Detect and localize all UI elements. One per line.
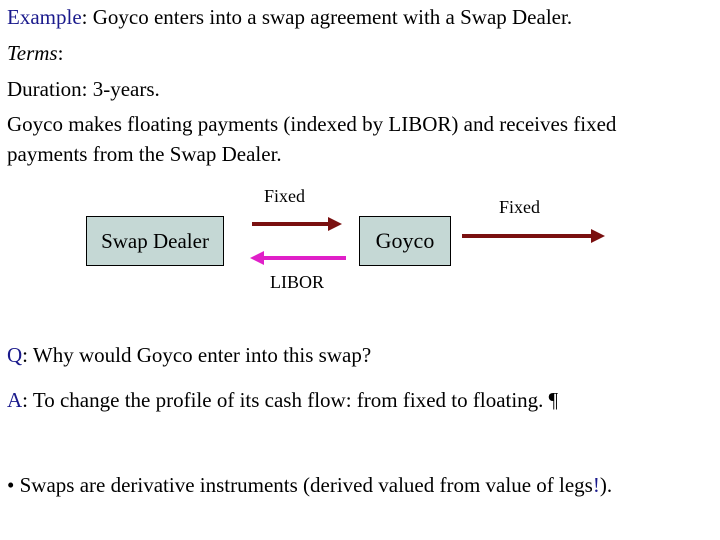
- bullet-text-before: • Swaps are derivative instruments (deri…: [7, 473, 593, 497]
- goyco-box: Goyco: [359, 216, 451, 266]
- terms-colon: :: [57, 41, 64, 65]
- bullet-text-after: ).: [599, 473, 613, 497]
- payments-line-2: payments from the Swap Dealer.: [7, 142, 282, 166]
- question-line: Q: Why would Goyco enter into this swap?: [7, 342, 371, 368]
- fixed-label-2: Fixed: [499, 197, 541, 217]
- swap-dealer-box: Swap Dealer: [86, 216, 224, 266]
- example-text: : Goyco enters into a swap agreement wit…: [81, 5, 573, 29]
- terms-label: Terms: [7, 41, 58, 65]
- answer-label: A: [7, 388, 23, 412]
- question-label: Q: [7, 343, 23, 367]
- answer-line: A: To change the profile of its cash flo…: [7, 387, 558, 413]
- libor-arrow-goyco-to-dealer: [250, 251, 346, 265]
- payments-line-1: Goyco makes floating payments (indexed b…: [7, 112, 617, 136]
- libor-label: LIBOR: [270, 272, 324, 292]
- example-label: Example: [7, 5, 82, 29]
- bullet-line: • Swaps are derivative instruments (deri…: [7, 472, 612, 498]
- duration-line: Duration: 3-years.: [7, 77, 160, 101]
- answer-text: : To change the profile of its cash flow…: [22, 388, 559, 412]
- terms-line: Terms:: [7, 40, 63, 66]
- fixed-arrow-goyco-outward: [462, 229, 605, 243]
- example-line: Example: Goyco enters into a swap agreem…: [7, 4, 572, 30]
- bullet-bang: !: [592, 473, 600, 497]
- fixed-arrow-dealer-to-goyco: [252, 217, 342, 231]
- fixed-label-1: Fixed: [264, 186, 306, 206]
- question-text: : Why would Goyco enter into this swap?: [22, 343, 372, 367]
